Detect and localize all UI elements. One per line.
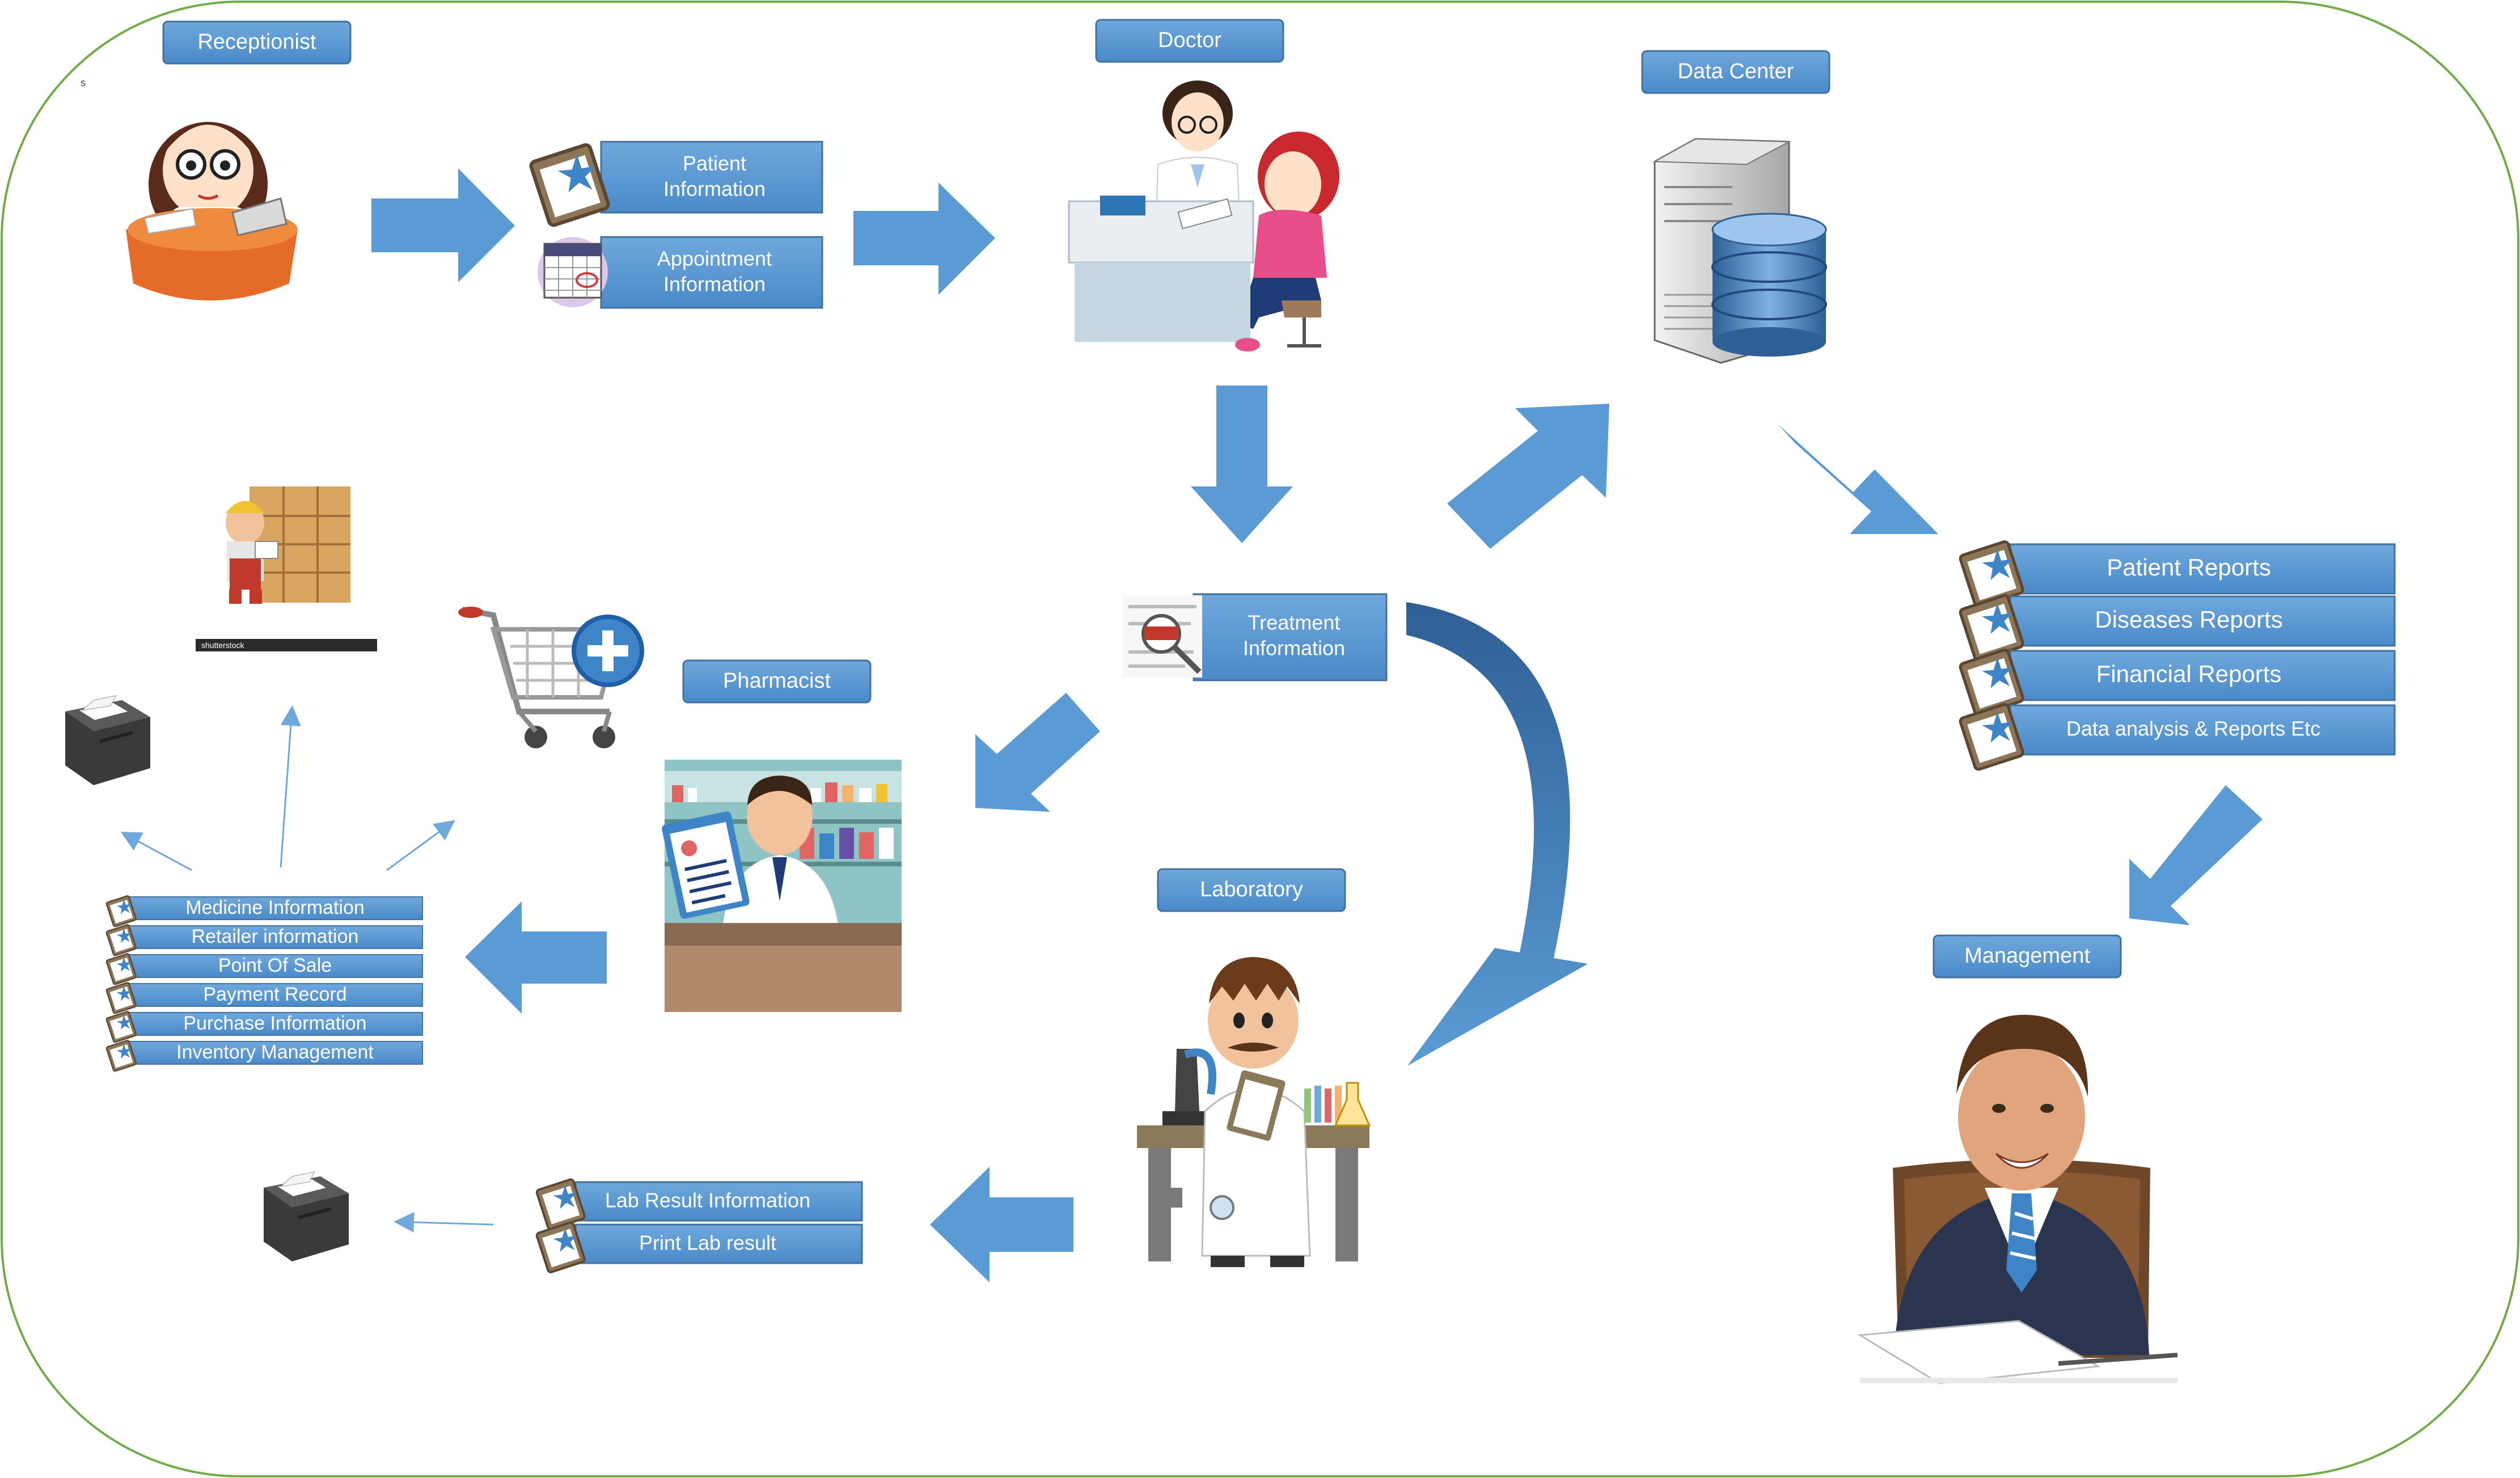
payment-record-item: Payment Record <box>105 981 423 1015</box>
thin-arrow-to-warehouse <box>280 705 301 868</box>
svg-text:Lab Result Information: Lab Result Information <box>605 1189 810 1212</box>
svg-text:Appointment: Appointment <box>657 247 772 270</box>
arrow-laboratory-to-lab-results <box>930 1167 1073 1282</box>
svg-text:Information: Information <box>663 177 766 201</box>
lab-result-information-box: Lab Result Information <box>535 1178 863 1231</box>
retailer-information-item: Retailer information <box>105 924 423 957</box>
scientist-illustration <box>1137 957 1371 1267</box>
clipboard-icon <box>530 144 610 227</box>
svg-text:Pharmacist: Pharmacist <box>723 669 831 693</box>
doctor-patient-illustration <box>1068 81 1339 351</box>
svg-text:Data analysis & Reports Etc: Data analysis & Reports Etc <box>2066 717 2320 740</box>
arrow-treatment-to-laboratory <box>1406 602 1588 1066</box>
svg-text:Purchase Information: Purchase Information <box>183 1013 366 1034</box>
svg-text:Information: Information <box>663 273 766 296</box>
svg-text:Medicine Information: Medicine Information <box>185 897 365 918</box>
arrow-doctor-to-treatment <box>1191 386 1293 543</box>
pharmacist-illustration <box>662 760 902 1012</box>
doctor-label: Doctor <box>1095 19 1284 63</box>
server-database-icon <box>1652 138 1827 364</box>
svg-text:Patient Reports: Patient Reports <box>2107 554 2271 581</box>
arrow-reports-to-management <box>2129 785 2263 925</box>
data-analysis-reports-item: Data analysis & Reports Etc <box>1959 704 2396 770</box>
thin-arrow-to-printer <box>120 832 192 871</box>
svg-text:Retailer information: Retailer information <box>192 926 359 947</box>
warehouse-worker-illustration: shutterstock <box>196 486 377 651</box>
svg-text:Receptionist: Receptionist <box>197 30 316 54</box>
thin-arrow-to-cart <box>386 820 455 871</box>
treatment-information-box: Treatment Information <box>1193 593 1388 681</box>
businessman-illustration <box>1857 1015 2178 1384</box>
reports-list: Patient Reports Diseases Reports Financi… <box>1959 541 2396 770</box>
management-label: Management <box>1933 934 2122 979</box>
diagnosis-icon <box>1123 595 1202 677</box>
patient-information-box: Patient Information <box>600 141 823 214</box>
data-center-label: Data Center <box>1641 50 1830 94</box>
receptionist-label: Receptionist <box>162 20 352 65</box>
receipt-printer-icon <box>65 695 151 786</box>
financial-reports-item: Financial Reports <box>1959 649 2396 716</box>
laboratory-label: Laboratory <box>1157 868 1346 912</box>
shopping-cart-add-icon <box>458 607 644 748</box>
point-of-sale-item: Point Of Sale <box>105 952 423 986</box>
svg-text:Financial Reports: Financial Reports <box>2096 660 2282 687</box>
calendar-icon <box>538 237 608 307</box>
purchase-information-item: Purchase Information <box>105 1010 423 1044</box>
arrow-treatment-to-pharmacist <box>975 693 1100 812</box>
patient-reports-item: Patient Reports <box>1959 541 2396 608</box>
receipt-printer-icon <box>263 1171 349 1262</box>
arrow-treatment-to-datacenter <box>1447 404 1609 549</box>
thin-arrow-to-lab-printer <box>394 1212 494 1233</box>
arrow-receptionist-to-info <box>371 168 515 282</box>
medicine-information-item: Medicine Information <box>105 895 423 928</box>
inventory-management-item: Inventory Management <box>105 1039 423 1073</box>
print-lab-result-box: Print Lab result <box>535 1221 863 1274</box>
arrow-info-to-doctor <box>853 183 995 295</box>
stock-watermark: shutterstock <box>201 641 244 650</box>
svg-text:Print Lab result: Print Lab result <box>639 1231 776 1255</box>
svg-text:Laboratory: Laboratory <box>1200 878 1303 901</box>
arrow-datacenter-to-reports <box>1778 424 1938 534</box>
svg-text:Data Center: Data Center <box>1678 60 1794 83</box>
diseases-reports-item: Diseases Reports <box>1959 595 2396 662</box>
appointment-information-box: Appointment Information <box>600 236 823 309</box>
svg-text:Patient: Patient <box>683 152 746 175</box>
receptionist-illustration <box>126 122 298 300</box>
pharmacy-items-list: Medicine Information Retailer informatio… <box>105 895 423 1073</box>
svg-text:Inventory Management: Inventory Management <box>176 1041 374 1063</box>
pharmacist-label: Pharmacist <box>682 659 872 704</box>
svg-text:Treatment: Treatment <box>1248 611 1341 634</box>
svg-text:Point Of Sale: Point Of Sale <box>218 955 332 976</box>
svg-text:Diseases Reports: Diseases Reports <box>2095 606 2282 633</box>
svg-text:Information: Information <box>1243 637 1345 660</box>
stray-mark: s <box>81 77 86 88</box>
svg-text:Payment Record: Payment Record <box>203 984 346 1005</box>
svg-text:Doctor: Doctor <box>1158 28 1221 52</box>
svg-text:Management: Management <box>1964 944 2090 968</box>
arrow-pharmacist-to-list <box>465 901 607 1014</box>
